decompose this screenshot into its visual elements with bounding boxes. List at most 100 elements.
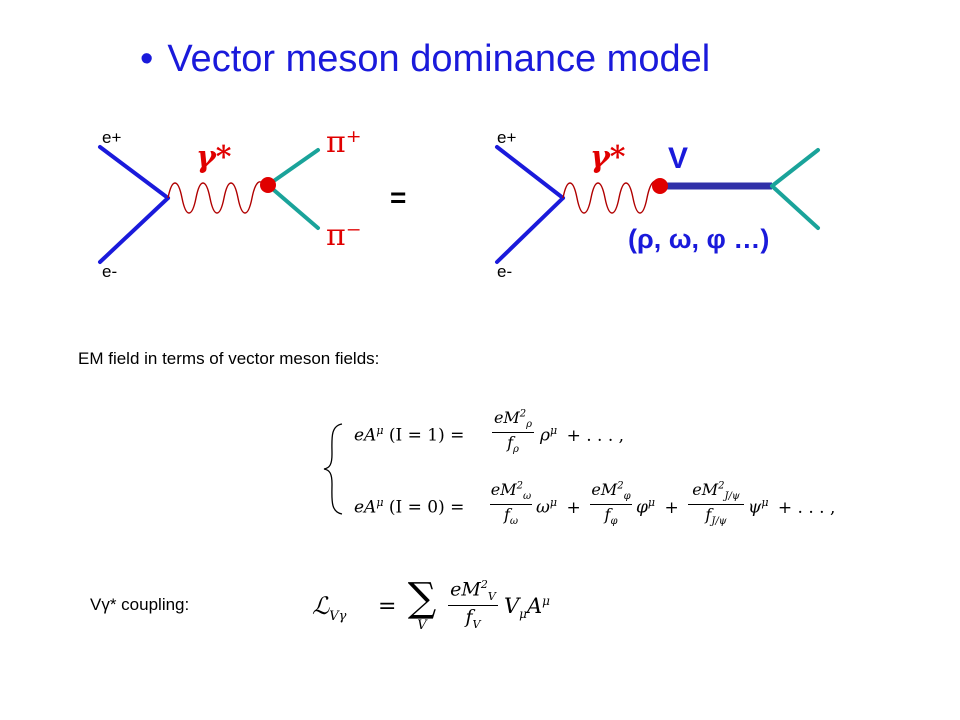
eq2-plus1: +: [566, 497, 581, 518]
eq1-den: f: [507, 433, 514, 453]
eq2-t3-numerator: eM2J/ψ: [688, 480, 744, 506]
eq2-term1-field: ωμ +: [536, 496, 581, 518]
lagrangian-sub: Vγ: [329, 608, 347, 624]
coupling-num-sup: 2: [480, 578, 488, 591]
brace-path: [323, 423, 343, 515]
coupling-V: V: [504, 594, 520, 618]
eq2-term2-fraction: eM2φ fφ: [590, 480, 632, 527]
eq2-plus2: +: [664, 497, 679, 518]
coupling-V-sub: μ: [519, 607, 527, 622]
eq1-den-sub: ρ: [513, 444, 519, 456]
left-pion-plus-line: [266, 148, 320, 187]
eq2-t3-num: eM: [692, 480, 719, 499]
eq1-denominator: fρ: [492, 433, 534, 455]
eq2-phi-sup: μ: [647, 496, 656, 509]
eq2-t2-denominator: fφ: [590, 505, 632, 527]
eq2-tail: + . . . ,: [777, 497, 836, 518]
sum-symbol: ∑: [407, 575, 437, 621]
right-pion-plus-line: [770, 148, 820, 188]
eq1-rhs: ρμ + . . . ,: [540, 424, 624, 446]
coupling-numerator: eM2V: [448, 578, 498, 607]
left-photon-label: γ*: [196, 140, 232, 175]
right-photon-wave: [562, 180, 662, 214]
bullet-icon: •: [140, 38, 154, 80]
coupling-den: f: [465, 606, 473, 629]
coupling-fields: VμAμ: [504, 594, 550, 621]
eq1-num-sub: ρ: [526, 419, 533, 431]
coupling-fraction: eM2V fV: [448, 578, 498, 631]
sum-sub: V: [417, 618, 427, 633]
eq2-t3-den: f: [705, 505, 712, 525]
right-vertex-dot: [652, 178, 668, 194]
eq1-num: eM: [493, 408, 520, 427]
vector-meson-label: V: [668, 142, 689, 175]
eq2-t3-sup: 2: [718, 480, 725, 492]
coupling-A: A: [526, 594, 543, 618]
eq2-t2-den-sub: φ: [610, 516, 618, 528]
eq2-lhs-A: eA: [354, 497, 377, 518]
eq2-psi: ψ: [748, 497, 762, 518]
eq2-omega: ω: [536, 497, 550, 518]
eq2-t3-sub: J/ψ: [724, 491, 740, 503]
coupling-num: eM: [450, 578, 481, 601]
eq1-numerator: eM2ρ: [492, 408, 534, 434]
left-pion-minus-line: [266, 183, 320, 230]
equals-sign: =: [390, 182, 407, 213]
eq2-t2-den: f: [604, 505, 611, 525]
right-e-plus-label: e+: [497, 128, 517, 147]
left-vertex-dot: [260, 177, 276, 193]
eq1-fraction: eM2ρ fρ: [492, 408, 534, 455]
eq2-t1-num: eM: [490, 480, 517, 499]
eq2-phi: φ: [636, 497, 648, 518]
coupling-equals: =: [378, 594, 397, 619]
eq2-term3-field: ψμ + . . . ,: [748, 496, 835, 518]
coupling-num-sub: V: [487, 590, 496, 604]
eq2-t2-num: eM: [591, 480, 618, 499]
eq1-rho: ρ: [540, 425, 550, 446]
eq2-omega-sup: μ: [549, 496, 558, 509]
eq2-t1-numerator: eM2ω: [490, 480, 532, 506]
right-e-minus-label: e-: [497, 262, 513, 281]
left-electron-in: [98, 145, 170, 200]
lagrangian-symbol: ℒVγ: [312, 592, 346, 624]
eq2-t3-denominator: fJ/ψ: [688, 505, 744, 527]
right-electron-in: [495, 145, 565, 200]
pi-plus-label: π⁺: [326, 125, 362, 160]
pi-minus-label: π⁻: [326, 218, 362, 253]
right-photon-label: γ*: [590, 140, 626, 175]
coupling-label: Vγ* coupling:: [90, 595, 190, 614]
eq2-t1-den-sub: ω: [509, 516, 519, 528]
coupling-lagrangian: ℒVγ = ∑ V eM2V fV VμAμ: [312, 572, 632, 652]
left-e-plus-label: e+: [102, 128, 122, 147]
equation-brace: [323, 423, 343, 515]
eq2-psi-sup: μ: [761, 496, 769, 509]
eq1-num-sup: 2: [519, 408, 527, 420]
eq2-lhs: eAμ (I = 0) =: [354, 496, 464, 518]
right-pion-minus-line: [770, 184, 820, 230]
slide-title: •Vector meson dominance model: [140, 38, 710, 81]
eq2-t1-sub: ω: [523, 491, 532, 503]
eq1-lhs-arg: (I = 1) =: [388, 425, 465, 446]
eq2-term1-fraction: eM2ω fω: [490, 480, 532, 527]
lagrangian-L: ℒ: [312, 592, 330, 620]
coupling-den-sub: V: [472, 617, 481, 631]
eq2-t2-sub: φ: [623, 491, 631, 503]
eq1-rho-sup: μ: [550, 424, 558, 437]
right-diagram: [495, 145, 820, 264]
eq2-t3-den-sub: J/ψ: [711, 516, 727, 528]
eq1-lhs: eAμ (I = 1) =: [354, 424, 464, 446]
eq1-tail: + . . . ,: [566, 425, 625, 446]
eq2-t2-numerator: eM2φ: [590, 480, 632, 506]
coupling-A-sup: μ: [542, 594, 550, 608]
eq1-lhs-A: eA: [354, 425, 377, 446]
left-electron-out: [98, 196, 170, 264]
eq2-lhs-arg: (I = 0) =: [388, 497, 465, 518]
eq1-lhs-sup: μ: [376, 424, 384, 437]
left-e-minus-label: e-: [102, 262, 118, 281]
eq2-lhs-sup: μ: [376, 496, 384, 509]
eq2-term2-field: φμ +: [636, 496, 679, 518]
left-photon-wave: [167, 181, 267, 214]
sum-operator: ∑ V: [404, 578, 440, 633]
em-field-heading: EM field in terms of vector meson fields…: [78, 349, 380, 368]
eq2-t2-sup: 2: [617, 480, 624, 492]
